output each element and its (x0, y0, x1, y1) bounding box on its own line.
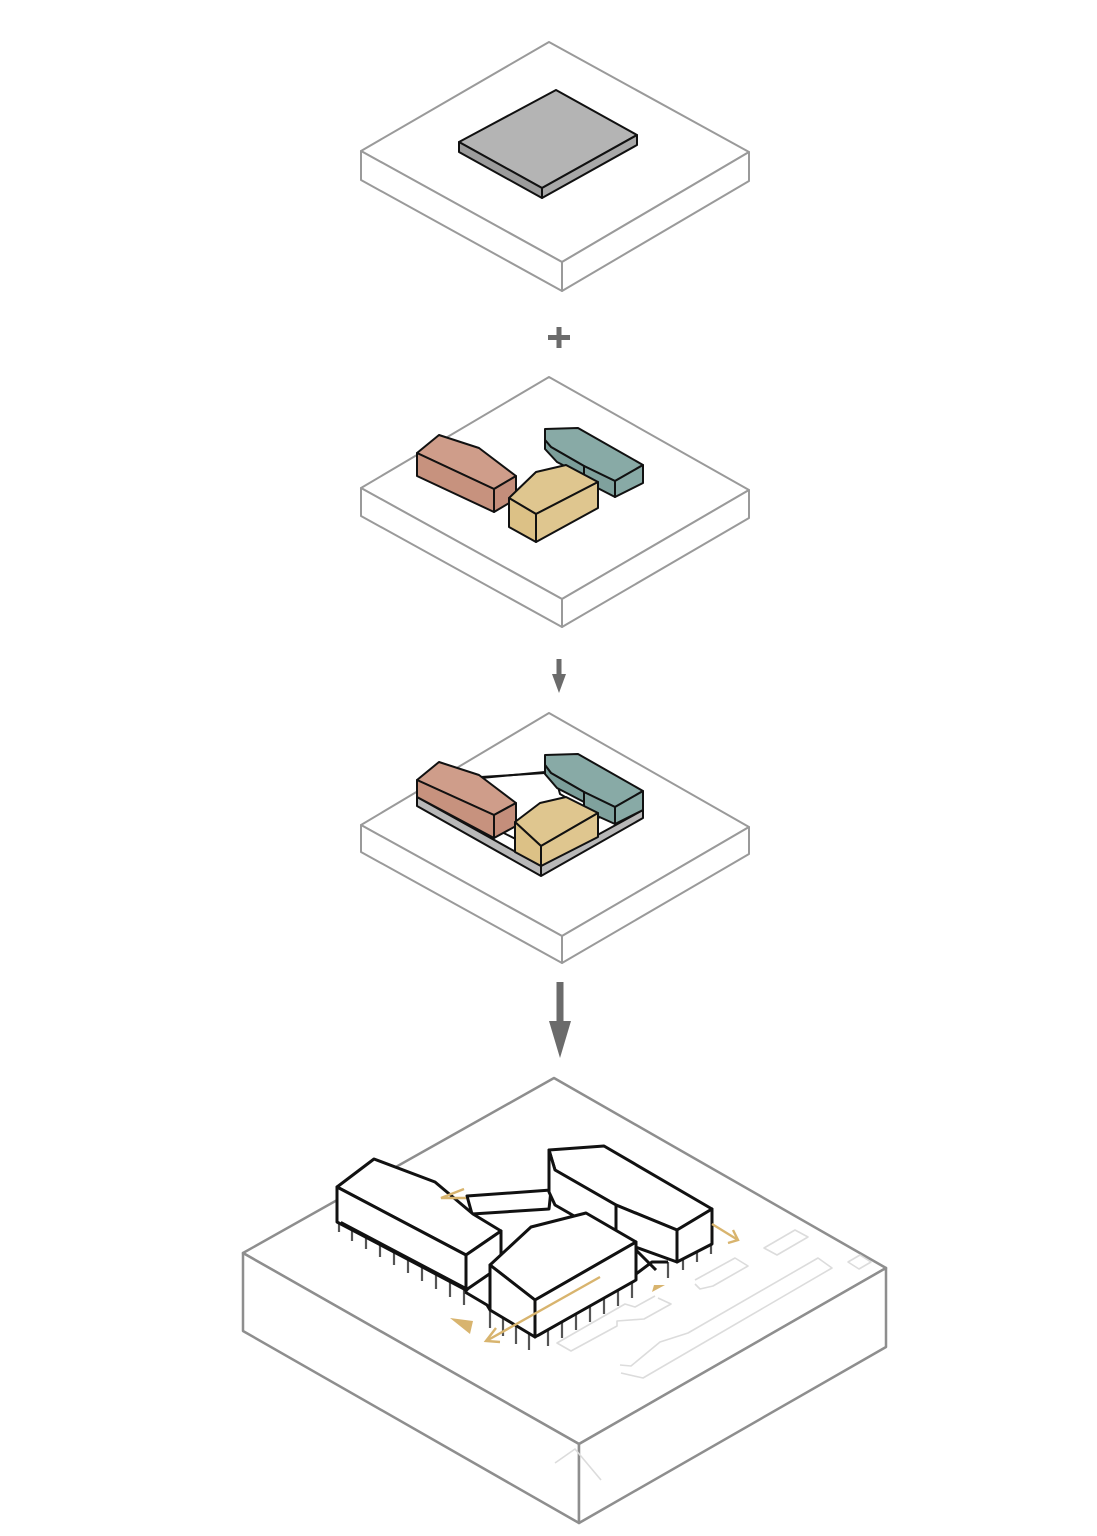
building-left (335, 1157, 503, 1292)
stage-3-volumes-on-podium (360, 712, 750, 964)
entry-marker-left (450, 1318, 473, 1334)
volume-teal (544, 427, 644, 498)
entry-marker-right (652, 1285, 665, 1292)
stage-1-site-block (360, 41, 750, 292)
stage-2-three-volumes (360, 376, 750, 628)
volume-teal (544, 753, 644, 825)
arrow-down-icon (552, 659, 566, 693)
flow-arrow-top (440, 1187, 466, 1200)
building-front (488, 1211, 638, 1339)
circulation-arrows (440, 1187, 740, 1344)
volume-red (416, 434, 517, 513)
existing-block (458, 89, 638, 199)
flow-arrow-long (483, 1275, 601, 1344)
link-bridge (480, 772, 546, 778)
plus-icon (548, 327, 570, 348)
volume-yellow (514, 796, 599, 867)
pillars (337, 1217, 713, 1350)
stage-4-final-building (241, 1076, 888, 1525)
volume-yellow (508, 464, 599, 543)
block-side-right (541, 134, 638, 199)
volume-red (416, 761, 517, 839)
arrow-down-large-icon (549, 982, 571, 1058)
building-right (547, 1144, 714, 1264)
flow-arrow-right (711, 1222, 740, 1245)
landscape-outlines (554, 1229, 872, 1481)
